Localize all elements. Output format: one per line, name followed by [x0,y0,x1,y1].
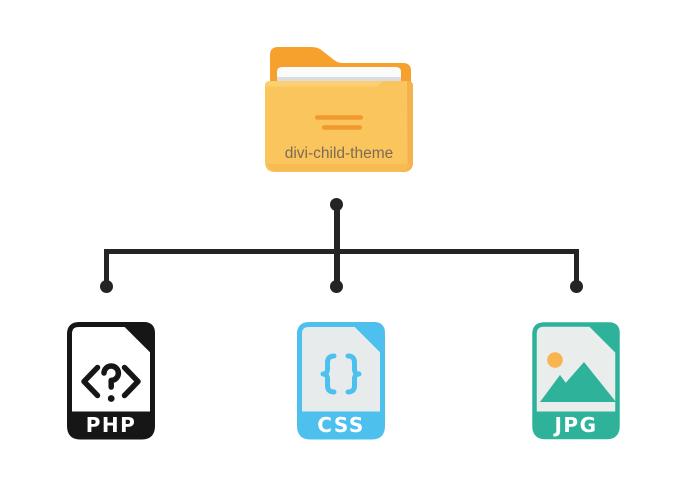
jpg-label: JPG [552,413,597,437]
connector-bar [103,249,579,254]
connector-drop-right [573,249,579,286]
css-fold-corner [353,322,385,354]
connector-dot-top [330,198,343,211]
jpg-fold-corner [588,322,620,354]
folder-label: divi-child-theme [285,145,394,162]
php-band [69,411,153,437]
php-file-icon: PHP [67,322,155,440]
connector-drop-left [104,249,109,286]
jpg-file-icon: JPG [532,322,620,440]
folder-svg: divi-child-theme [265,47,413,172]
php-label: PHP [86,413,137,437]
connector-stem [333,205,340,286]
connector-dot-left [100,279,113,293]
php-fold-corner [123,322,155,354]
css-label: CSS [317,413,364,437]
css-file-icon: CSS [297,322,385,440]
code-question-icon [81,363,141,402]
folder-detail-lines-icon [315,115,363,130]
jpg-band [534,411,618,437]
folder-icon: divi-child-theme [265,47,413,173]
folder-edge-shade [400,81,413,172]
curly-braces-icon [320,353,362,395]
mountains-icon [540,362,616,402]
sun-icon [547,352,563,368]
connector-dot-middle [330,279,343,293]
folder-bottom-shade [267,164,411,172]
connector-dot-right [569,279,583,293]
css-band [299,411,383,437]
folder-top-highlight [265,81,383,87]
